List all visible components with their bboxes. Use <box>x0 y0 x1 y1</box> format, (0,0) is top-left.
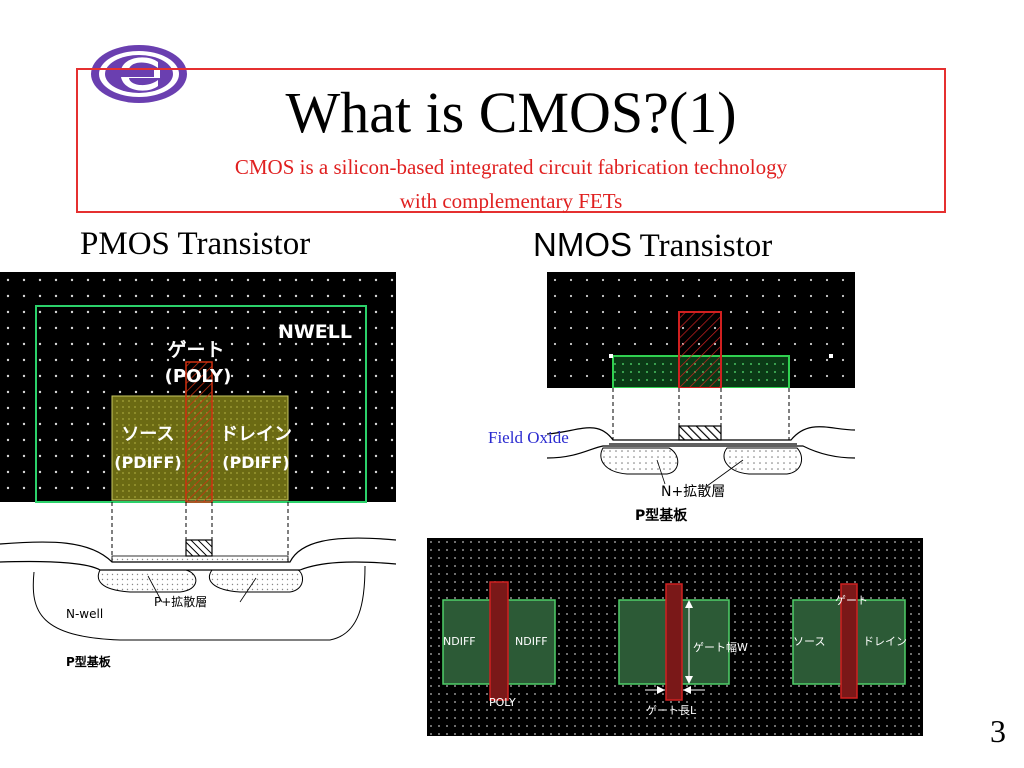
n-well-label: N-well <box>66 607 103 621</box>
source-label: ソース <box>121 424 174 445</box>
poly-strip-middle <box>665 583 683 701</box>
drain-pdiff-label: (PDIFF) <box>222 453 289 472</box>
poly-strip-right <box>840 583 858 699</box>
nmos-label: NMOS Transistor <box>533 228 772 263</box>
pmos-label: PMOS Transistor <box>80 226 311 262</box>
title-box: What is CMOS?(1) CMOS is a silicon-based… <box>76 68 946 213</box>
drain-label: ドレイン <box>220 424 292 445</box>
gate-label: ゲート <box>167 339 224 361</box>
nmos-p-substrate-label: P型基板 <box>635 507 688 524</box>
poly-label: (POLY) <box>165 366 232 387</box>
nmos-label-prefix: NMOS <box>533 226 632 263</box>
gate-length-label: ゲート長L <box>646 704 697 717</box>
nmos-label-suffix: Transistor <box>632 228 773 264</box>
nmos-cross-section: N+拡散層 P型基板 <box>547 388 855 524</box>
nmos-layout-diagram <box>547 272 855 388</box>
layout-dimensions-diagram: NDIFF NDIFF POLY ゲート幅W ゲート長L ゲート ソース ドレイ… <box>427 538 923 736</box>
pmos-diagram: NWELL ゲート (POLY) ソース (PDIFF) ドレイン (PDIFF… <box>0 272 396 669</box>
pmos-gate-section <box>185 539 213 557</box>
page-number: 3 <box>990 713 1006 749</box>
ndiff-left-label: NDIFF <box>443 635 476 648</box>
source-pdiff-label: (PDIFF) <box>114 453 181 472</box>
gate-label-right: ゲート <box>835 594 868 607</box>
field-oxide-label: Field Oxide <box>488 428 569 447</box>
subtitle: CMOS is a silicon-based integrated circu… <box>78 150 944 218</box>
p-substrate-label: P型基板 <box>66 654 112 669</box>
ndiff-right-label: NDIFF <box>515 635 548 648</box>
poly-gate <box>185 361 213 503</box>
poly-label: POLY <box>489 696 516 709</box>
nwell-label: NWELL <box>278 321 352 343</box>
subtitle-line-2: with complementary FETs <box>399 189 623 213</box>
subtitle-line-1: CMOS is a silicon-based integrated circu… <box>234 155 788 179</box>
gate-width-label: ゲート幅W <box>693 641 748 654</box>
poly-strip-left <box>489 581 509 701</box>
logo-icon <box>91 45 187 103</box>
page-title: What is CMOS?(1) <box>285 80 737 145</box>
source-label-right: ソース <box>793 635 825 648</box>
n-diffusion-label: N+拡散層 <box>661 484 725 500</box>
nmos-poly-gate <box>678 311 722 388</box>
drain-label-right: ドレイン <box>863 635 907 648</box>
p-diffusion-label: P+拡散層 <box>154 594 207 609</box>
